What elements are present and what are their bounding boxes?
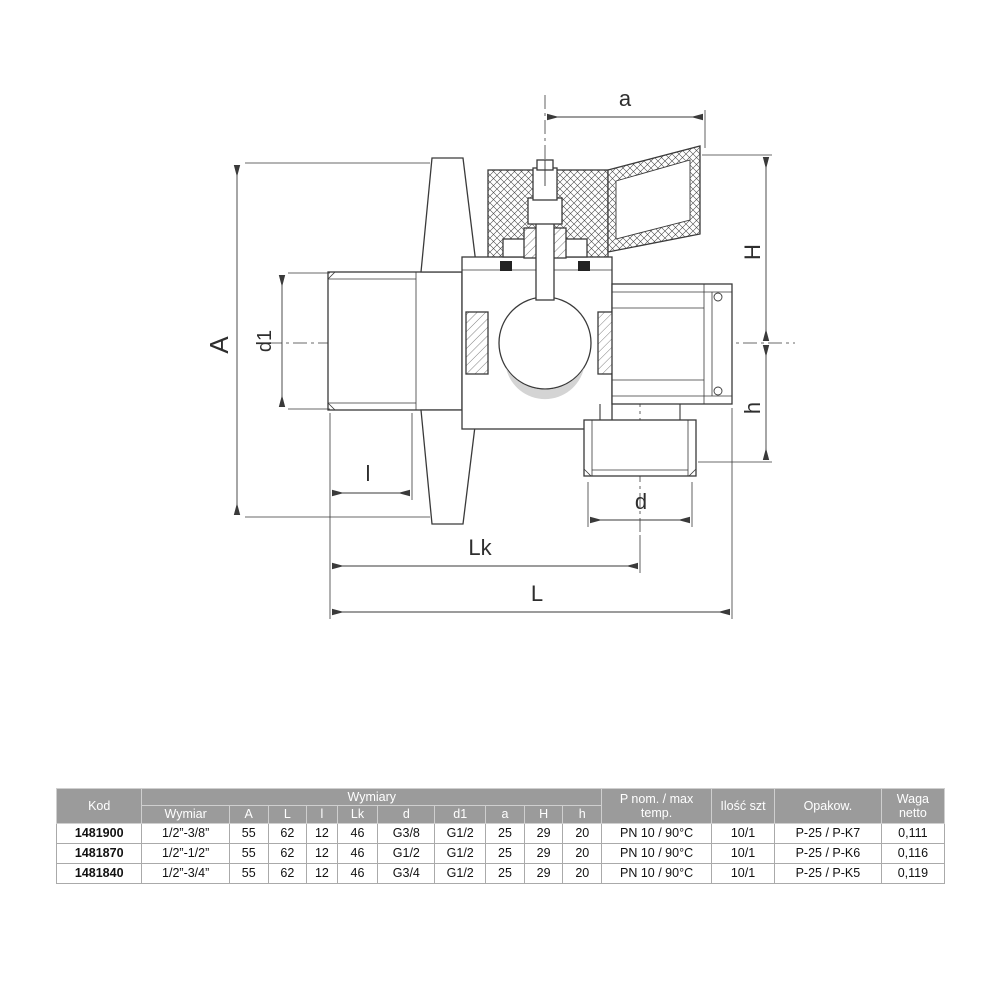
cell-d1: G1/2 — [434, 822, 487, 844]
col-subheader-d1: d1 — [434, 805, 487, 824]
rosette-bottom-fin — [420, 409, 478, 525]
dimensions: a H h A d1 l d Lk L — [204, 86, 772, 619]
table-row: 1481870 1/2”-1/2” 55 62 12 46 G1/2 G1/2 … — [55, 842, 946, 864]
dim-label-L: L — [531, 581, 543, 606]
cell-kod: 1481840 — [55, 862, 143, 884]
dimension-lines — [233, 113, 770, 616]
cell-H: 29 — [523, 822, 564, 844]
ball — [498, 296, 592, 390]
cap-seal-bottom — [713, 386, 723, 396]
cell-h: 20 — [562, 822, 603, 844]
cell-ilosc: 10/1 — [710, 822, 776, 844]
cell-l: 12 — [306, 862, 338, 884]
cell-A: 55 — [228, 842, 269, 864]
cap-seal-top — [713, 292, 723, 302]
cell-a: 25 — [485, 822, 525, 844]
col-subheader-a: a — [485, 805, 525, 824]
col-header-waga: Waga netto — [880, 788, 946, 824]
stem-nut — [527, 197, 563, 225]
extension-lines — [245, 110, 772, 619]
inlet-thread-lines — [327, 271, 417, 411]
cell-a: 25 — [485, 862, 525, 884]
cell-d: G3/8 — [377, 822, 436, 844]
handle-lever-inset — [615, 159, 691, 240]
spec-table: Kod Wymiary P nom. / max temp. Ilość szt… — [55, 787, 946, 884]
cell-waga: 0,111 — [880, 822, 946, 844]
o-ring-left — [500, 261, 512, 271]
col-header-opakow: Opakow. — [774, 788, 882, 824]
cell-A: 55 — [228, 862, 269, 884]
outlet-body — [611, 283, 733, 405]
col-subheader-Lk: Lk — [336, 805, 379, 824]
col-subheader-d: d — [377, 805, 436, 824]
dim-label-d: d — [635, 489, 647, 514]
cell-wymiar: 1/2”-3/4” — [141, 862, 230, 884]
ball-shading — [506, 368, 584, 400]
cell-ilosc: 10/1 — [710, 862, 776, 884]
dim-label-l: l — [366, 461, 371, 486]
cell-wymiar: 1/2”-1/2” — [141, 842, 230, 864]
cell-L: 62 — [267, 862, 308, 884]
cell-h: 20 — [562, 862, 603, 884]
inlet-pipe — [327, 271, 463, 411]
cell-H: 29 — [523, 842, 564, 864]
cell-opakow: P-25 / P-K5 — [774, 862, 882, 884]
cell-pnom: PN 10 / 90°C — [601, 862, 712, 884]
cell-l: 12 — [306, 842, 338, 864]
col-subheader-L: L — [267, 805, 308, 824]
dim-label-H: H — [740, 244, 765, 260]
cell-d: G3/4 — [377, 862, 436, 884]
valve-body — [327, 145, 733, 525]
cell-Lk: 46 — [336, 862, 379, 884]
cell-waga: 0,116 — [880, 842, 946, 864]
col-header-pnom: P nom. / max temp. — [601, 788, 712, 824]
col-subheader-wymiar: Wymiar — [141, 805, 230, 824]
table-row: 1481900 1/2”-3/8” 55 62 12 46 G3/8 G1/2 … — [55, 822, 946, 844]
dim-label-h: h — [740, 402, 765, 414]
cell-l: 12 — [306, 822, 338, 844]
dim-label-a: a — [619, 86, 632, 111]
cell-opakow: P-25 / P-K7 — [774, 822, 882, 844]
rosette-top-fin — [420, 157, 478, 273]
cell-opakow: P-25 / P-K6 — [774, 842, 882, 864]
outlet-body-lines — [612, 284, 732, 404]
col-header-wymiary: Wymiary — [141, 787, 603, 807]
cell-kod: 1481870 — [55, 842, 143, 864]
cell-pnom: PN 10 / 90°C — [601, 842, 712, 864]
table-row: 1481840 1/2”-3/4” 55 62 12 46 G3/4 G1/2 … — [55, 862, 946, 884]
col-header-ilosc: Ilość szt — [710, 788, 776, 824]
valve-technical-drawing: a H h A d1 l d Lk L — [204, 86, 795, 619]
ball-seat-left — [465, 311, 489, 375]
cell-A: 55 — [228, 822, 269, 844]
dim-label-A: A — [204, 336, 234, 354]
cell-waga: 0,119 — [880, 862, 946, 884]
cell-d1: G1/2 — [434, 842, 487, 864]
dim-label-d1: d1 — [254, 330, 276, 352]
o-ring-right — [578, 261, 590, 271]
outlet-neck — [599, 404, 681, 420]
col-subheader-l: l — [306, 805, 338, 824]
cell-pnom: PN 10 / 90°C — [601, 822, 712, 844]
cell-ilosc: 10/1 — [710, 842, 776, 864]
col-header-kod: Kod — [55, 788, 143, 824]
bottom-thread — [583, 419, 697, 477]
cell-L: 62 — [267, 822, 308, 844]
col-subheader-h: h — [562, 805, 603, 824]
col-subheader-H: H — [523, 805, 564, 824]
cell-a: 25 — [485, 842, 525, 864]
dim-label-Lk: Lk — [468, 535, 492, 560]
cell-Lk: 46 — [336, 842, 379, 864]
cell-L: 62 — [267, 842, 308, 864]
col-subheader-A: A — [228, 805, 269, 824]
cell-d: G1/2 — [377, 842, 436, 864]
cell-Lk: 46 — [336, 822, 379, 844]
cell-wymiar: 1/2”-3/8” — [141, 822, 230, 844]
bottom-thread-lines — [583, 420, 697, 477]
cell-h: 20 — [562, 842, 603, 864]
cell-kod: 1481900 — [55, 822, 143, 844]
cell-d1: G1/2 — [434, 862, 487, 884]
cell-H: 29 — [523, 862, 564, 884]
